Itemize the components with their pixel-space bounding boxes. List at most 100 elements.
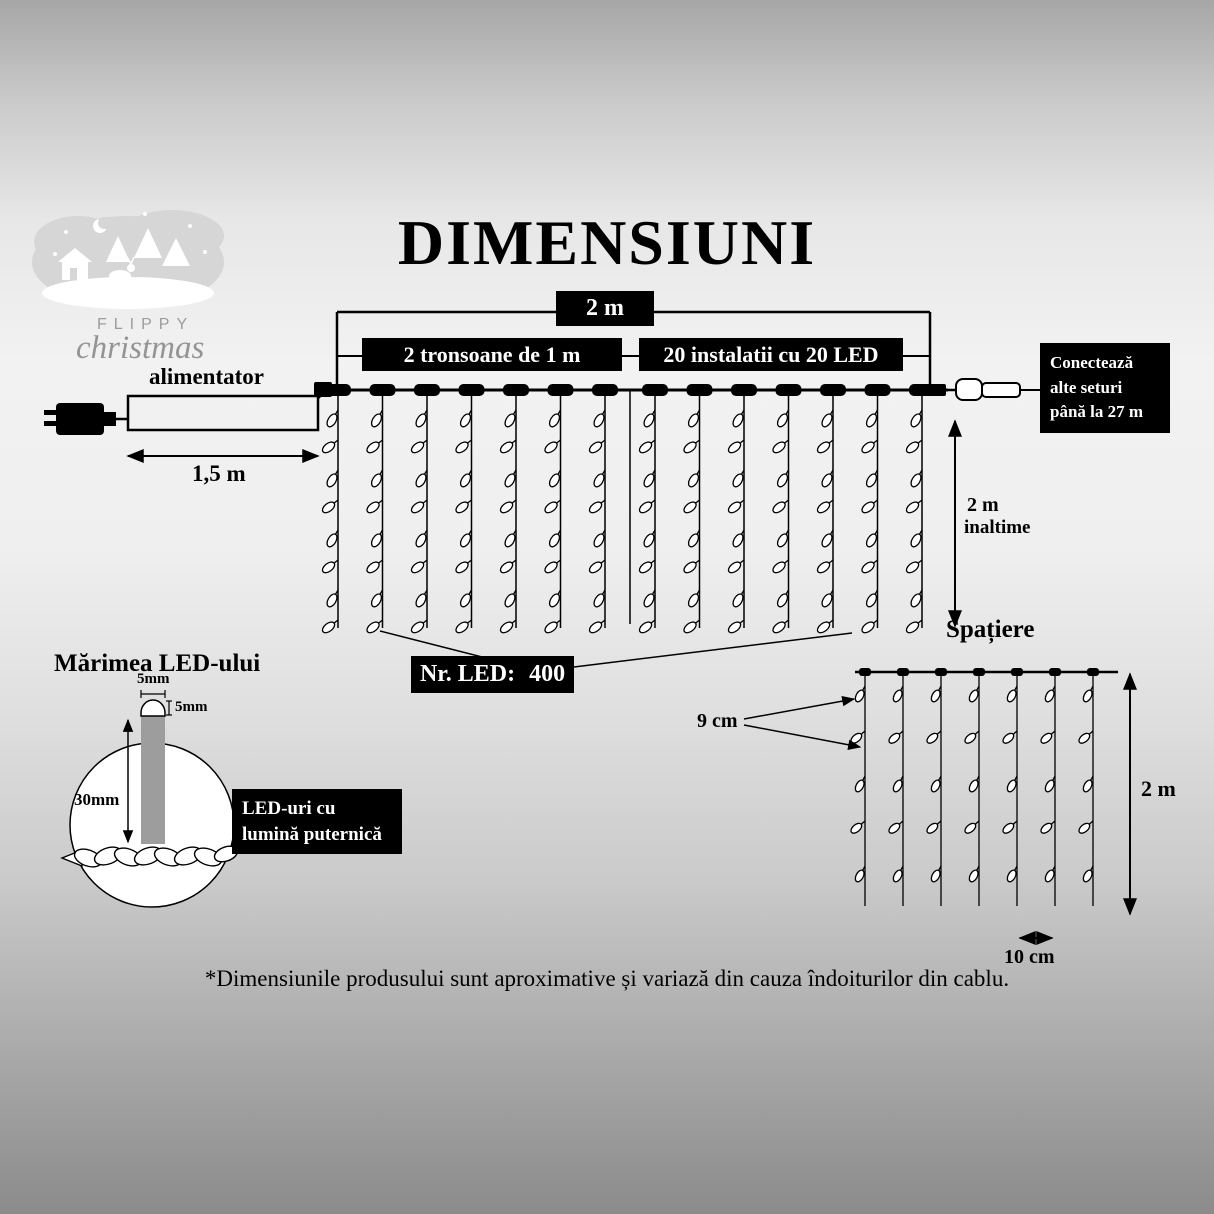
led-bulb <box>816 619 834 634</box>
mini-curtain <box>850 668 1099 906</box>
wire-connector <box>686 384 713 396</box>
led-bulb <box>732 469 745 488</box>
led-bulb <box>861 619 878 634</box>
led-bulb <box>593 589 606 608</box>
led-bulb <box>926 820 942 834</box>
wire-connector <box>909 384 935 396</box>
led-bulb <box>459 529 473 548</box>
led-bulb <box>321 619 339 634</box>
led-bulb <box>821 409 834 428</box>
led-bulb <box>643 409 656 428</box>
led-bulb <box>499 559 517 574</box>
led-bulb <box>593 469 606 488</box>
led-bulb <box>455 559 472 574</box>
wire-connector <box>864 384 891 396</box>
led-bulb <box>638 559 656 574</box>
led-bulb <box>638 499 656 514</box>
led-bulb <box>888 730 904 744</box>
led-bulb <box>968 775 980 793</box>
led-bulb <box>683 619 700 634</box>
brand-name: FLIPPY <box>97 316 195 333</box>
led-bulb <box>968 685 980 703</box>
led-bulb <box>865 529 879 548</box>
led-bulb <box>926 730 942 744</box>
led-bulb <box>504 409 517 428</box>
led-bulb <box>905 499 923 514</box>
led-bulb <box>854 685 866 703</box>
led-bulb <box>455 439 472 454</box>
led-bulb <box>776 469 790 488</box>
led-bulb <box>326 529 339 548</box>
sections-label: 2 tronsoane de 1 m <box>362 338 622 371</box>
led-bulb <box>499 439 517 454</box>
led-bulb <box>1040 820 1056 834</box>
led-count-value: 400 <box>529 661 566 687</box>
wire-connector <box>897 668 909 676</box>
led-bulb <box>321 439 339 454</box>
wire-connector <box>503 384 529 396</box>
led-bulb <box>865 469 879 488</box>
wire-connector <box>1011 668 1023 676</box>
wire-connector <box>458 384 485 396</box>
led-bulb <box>1040 730 1056 744</box>
led-bulb <box>548 469 562 488</box>
led-bulb <box>727 439 745 454</box>
wire-connector <box>731 384 757 396</box>
led-bulb <box>892 685 904 703</box>
christmas-logo-illustration <box>32 210 224 309</box>
led-bulb <box>588 559 606 574</box>
main-curtain <box>321 384 935 634</box>
wire-connector <box>369 384 396 396</box>
led-bulb <box>588 499 606 514</box>
led-bulb <box>504 469 517 488</box>
led-bulb <box>816 439 834 454</box>
led-bulb <box>964 730 980 744</box>
installations-label: 20 instalatii cu 20 LED <box>639 338 903 371</box>
led-count-label: Nr. LED: <box>419 661 516 687</box>
mini-height-label: 2 m <box>1141 776 1176 801</box>
led-bulb <box>321 499 339 514</box>
wire-connector <box>1049 668 1061 676</box>
led-bulb <box>1078 730 1094 744</box>
led-bulb <box>366 559 383 574</box>
footnote: *Dimensiunile produsului sunt aproximati… <box>204 966 1010 991</box>
led-count-pointers <box>379 630 853 668</box>
vertical-spacing-pointers <box>743 695 862 750</box>
led-bulb <box>727 619 745 634</box>
led-bulb <box>326 469 339 488</box>
led-dome-label: 5mm <box>175 699 208 715</box>
end-connector <box>928 378 1040 401</box>
led-bulb <box>588 439 606 454</box>
led-bulb <box>816 499 834 514</box>
led-size-title: Mărimea LED-ului <box>54 650 261 677</box>
wire-connector <box>414 384 440 396</box>
led-bulb <box>1082 775 1094 793</box>
wire-connector <box>820 384 846 396</box>
led-bulb <box>410 619 428 634</box>
spacing-title: Spațiere <box>946 616 1035 643</box>
led-bulb <box>1082 865 1094 883</box>
led-bulb <box>930 685 942 703</box>
led-bulb <box>459 469 473 488</box>
led-bulb <box>905 619 923 634</box>
led-bulb <box>687 469 701 488</box>
connect-note: Conectează alte seturi până la 27 m <box>1040 343 1170 433</box>
wire-connector <box>547 384 574 396</box>
led-bulb <box>410 559 428 574</box>
power-adapter <box>44 382 332 435</box>
led-bulb <box>968 865 980 883</box>
led-bulb <box>459 589 473 608</box>
led-bulb <box>1002 730 1018 744</box>
led-bulb <box>544 499 561 514</box>
led-bulb <box>544 559 561 574</box>
led-bulb <box>888 820 904 834</box>
led-bulb <box>455 499 472 514</box>
led-bulb <box>861 439 878 454</box>
led-bulb <box>415 589 428 608</box>
led-bulb <box>548 589 562 608</box>
led-bulb <box>1082 685 1094 703</box>
led-bulb <box>772 439 789 454</box>
led-bulb <box>821 589 834 608</box>
